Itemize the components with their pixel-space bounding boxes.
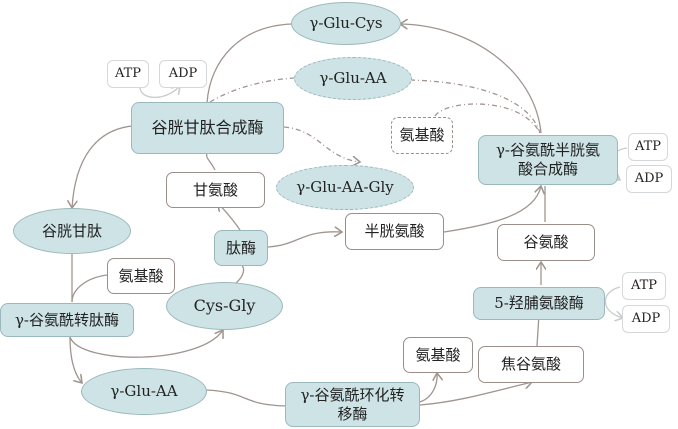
edge-dashed-gluAA-gcs xyxy=(409,79,541,134)
label: γ-Glu-Cys xyxy=(309,14,383,33)
node-ggt[interactable]: γ-谷氨酰转肽酶 xyxy=(0,303,134,337)
node-peptidase[interactable]: 肽酶 xyxy=(214,230,268,266)
label: γ-Glu-AA xyxy=(319,69,387,88)
label: γ-谷氨酰半胱氨酸合成酶 xyxy=(496,141,600,179)
edge-dashed-aa-gcs xyxy=(434,103,541,134)
edge-gluAA-to-ggct xyxy=(205,389,288,407)
node-cysteine[interactable]: 半胱氨酸 xyxy=(345,213,444,250)
edge-ggct-to-pyroglu xyxy=(419,382,532,406)
edge-gs-to-gsh xyxy=(72,125,133,208)
label: ATP xyxy=(630,277,658,293)
label-line-2: 酸合成酶 xyxy=(517,160,578,178)
node-gamma-glu-cys[interactable]: γ-Glu-Cys xyxy=(291,2,401,45)
edge-dashed-gs-gluAAgly xyxy=(283,126,360,162)
label: 氨基酸 xyxy=(399,126,445,145)
edge-cysgly-to-peptidase xyxy=(235,263,245,284)
label: γ-谷氨酰环化转移酶 xyxy=(300,386,404,424)
label: 氨基酸 xyxy=(415,345,461,364)
label: 甘氨酸 xyxy=(192,180,238,199)
node-gamma-glu-aa-top[interactable]: γ-Glu-AA xyxy=(294,57,412,100)
edge-atp1 xyxy=(139,86,180,99)
edge-atp3 xyxy=(604,286,623,318)
label: 5-羟脯氨酸酶 xyxy=(494,294,584,313)
label: 肽酶 xyxy=(225,238,256,257)
label: 谷胱甘肽 xyxy=(41,221,102,240)
node-adp-2[interactable]: ADP xyxy=(626,165,672,193)
edge-cys-to-gcs xyxy=(443,186,541,233)
label: γ-谷氨酰转肽酶 xyxy=(14,310,120,329)
node-amino-acid-bottom[interactable]: 氨基酸 xyxy=(403,337,473,373)
label: 谷氨酸 xyxy=(523,233,569,252)
node-gamma-glu-aa-gly[interactable]: γ-Glu-AA-Gly xyxy=(276,165,414,210)
label: Cys-Gly xyxy=(193,296,256,315)
label: 半胱氨酸 xyxy=(364,222,425,241)
node-gamma-glu-aa-bottom[interactable]: γ-Glu-AA xyxy=(81,368,207,415)
node-oxoprolinase[interactable]: 5-羟脯氨酸酶 xyxy=(473,287,605,320)
label: ADP xyxy=(634,170,664,186)
node-atp-2[interactable]: ATP xyxy=(628,133,668,161)
node-cys-gly[interactable]: Cys-Gly xyxy=(166,282,283,330)
node-atp-1[interactable]: ATP xyxy=(107,60,149,88)
node-adp-1[interactable]: ADP xyxy=(159,60,207,88)
node-adp-3[interactable]: ADP xyxy=(622,305,670,333)
edge-gluCys-to-gs xyxy=(206,23,293,104)
node-glutathione-synthetase[interactable]: 谷胱甘肽合成酶 xyxy=(131,102,284,154)
label: γ-Glu-AA xyxy=(110,382,178,401)
label-line-2: 移酶 xyxy=(337,404,368,423)
label: γ-Glu-AA-Gly xyxy=(296,178,394,197)
label: ADP xyxy=(168,65,198,81)
edge-peptidase-to-cys xyxy=(267,232,342,248)
label: ADP xyxy=(631,310,661,326)
label-line-1: γ-谷氨酰半胱氨 xyxy=(495,141,601,160)
node-amino-acid-left[interactable]: 氨基酸 xyxy=(107,258,175,294)
node-glutamate[interactable]: 谷氨酸 xyxy=(497,224,595,261)
edge-gly-to-gs xyxy=(205,152,216,171)
label: 氨基酸 xyxy=(118,266,164,285)
node-glycine[interactable]: 甘氨酸 xyxy=(166,172,265,208)
node-atp-3[interactable]: ATP xyxy=(622,272,666,300)
edge-ggt-to-gluAA xyxy=(69,336,82,383)
node-pyroglutamate[interactable]: 焦谷氨酸 xyxy=(478,346,584,383)
edge-ggt-to-cysgly xyxy=(69,330,223,358)
label: ATP xyxy=(634,138,662,154)
node-ggct[interactable]: γ-谷氨酰环化转移酶 xyxy=(285,382,420,427)
label: 谷胱甘肽合成酶 xyxy=(151,118,264,137)
edge-aa-to-ggt xyxy=(71,274,108,303)
node-glutathione[interactable]: 谷胱甘肽 xyxy=(13,208,131,254)
label: 焦谷氨酸 xyxy=(500,355,561,374)
node-gamma-gcs[interactable]: γ-谷氨酰半胱氨酸合成酶 xyxy=(478,135,618,185)
edge-gcs-to-gluCys xyxy=(400,24,542,134)
label: ATP xyxy=(114,65,142,81)
edge-ggct-to-aa xyxy=(419,373,437,403)
node-amino-acid-dashed[interactable]: 氨基酸 xyxy=(391,117,453,154)
label-line-1: γ-谷氨酰环化转 xyxy=(300,385,405,404)
edge-dashed-gs-gluAA xyxy=(209,77,296,103)
